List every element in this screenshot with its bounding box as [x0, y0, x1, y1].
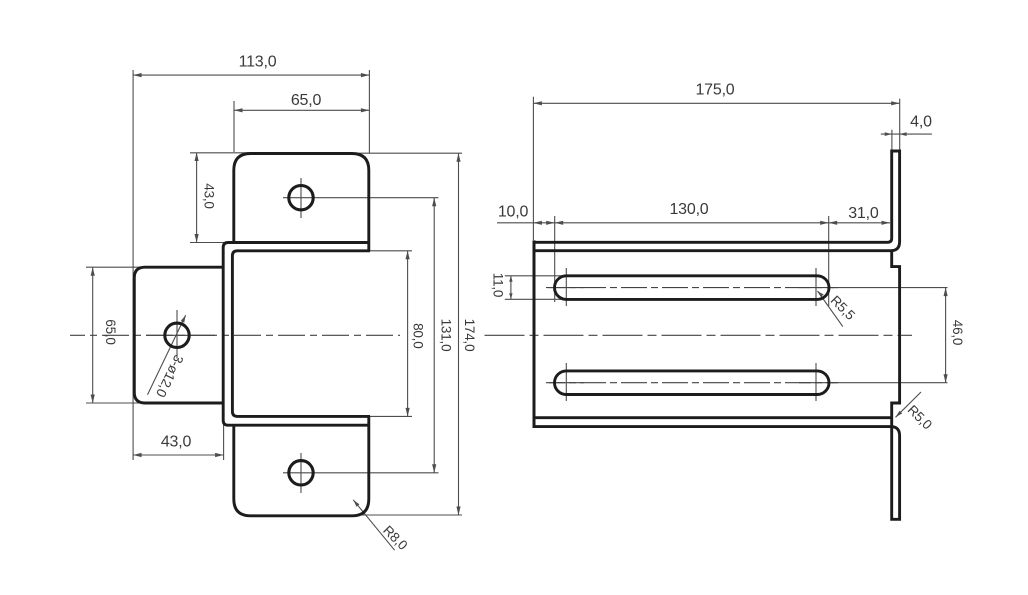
svg-text:43,0: 43,0: [201, 183, 216, 208]
svg-text:3-ø12,0: 3-ø12,0: [153, 352, 186, 399]
svg-text:4,0: 4,0: [910, 114, 932, 131]
svg-text:31,0: 31,0: [848, 205, 879, 222]
svg-text:65,0: 65,0: [291, 92, 322, 109]
svg-text:130,0: 130,0: [669, 201, 708, 218]
svg-text:80,0: 80,0: [410, 323, 425, 348]
svg-text:174,0: 174,0: [462, 319, 477, 352]
svg-text:65,0: 65,0: [103, 319, 118, 344]
svg-text:R5,5: R5,5: [828, 293, 858, 323]
svg-text:46,0: 46,0: [950, 320, 965, 345]
svg-text:10,0: 10,0: [498, 204, 529, 221]
svg-text:11,0: 11,0: [491, 273, 506, 297]
svg-text:R8,0: R8,0: [380, 523, 410, 553]
svg-text:113,0: 113,0: [239, 54, 277, 71]
svg-text:131,0: 131,0: [439, 319, 454, 352]
svg-text:43,0: 43,0: [161, 434, 192, 451]
svg-text:175,0: 175,0: [695, 82, 734, 99]
svg-text:R5,0: R5,0: [905, 402, 935, 432]
